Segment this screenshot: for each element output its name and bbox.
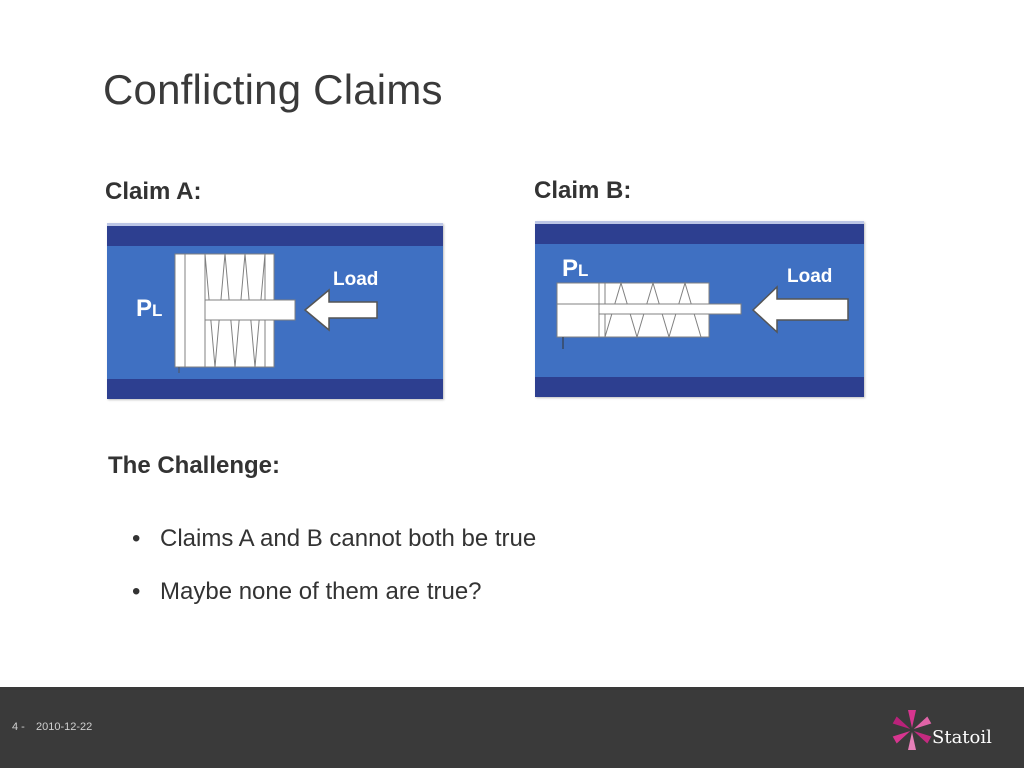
list-item: • Claims A and B cannot both be true	[132, 525, 536, 578]
pressure-subscript: L	[152, 301, 163, 320]
claim-a-heading: Claim A:	[105, 178, 202, 205]
statoil-wordmark: Statoil	[932, 727, 992, 748]
slide-date: 2010-12-22	[36, 721, 93, 733]
load-label: Load	[333, 269, 379, 290]
diagram-band-bottom	[535, 377, 864, 397]
pressure-label: PL	[136, 297, 162, 321]
list-item-text: Claims A and B cannot both be true	[160, 525, 537, 552]
pressure-label: PL	[562, 257, 588, 281]
statoil-star-icon	[892, 710, 932, 750]
claim-b-heading: Claim B:	[534, 177, 632, 204]
diagram-band-top	[107, 223, 443, 246]
list-item-text: Maybe none of them are true?	[160, 578, 482, 605]
slide-footer: 4 - 2010-12-22 Statoil	[0, 687, 1024, 768]
pressure-symbol: P	[136, 295, 153, 322]
bullet-icon: •	[132, 578, 141, 605]
challenge-bullet-list: • Claims A and B cannot both be true • M…	[132, 525, 536, 631]
claim-b-diagram: PL Load	[535, 221, 864, 397]
list-item: • Maybe none of them are true?	[132, 578, 536, 631]
pressure-symbol: P	[562, 255, 579, 282]
bullet-icon: •	[132, 525, 141, 552]
load-label: Load	[787, 266, 833, 287]
diagram-band-bottom	[107, 379, 443, 399]
claim-a-piston-drawing	[174, 253, 378, 373]
pressure-subscript: L	[578, 261, 589, 280]
challenge-heading: The Challenge:	[108, 452, 281, 479]
page-number: 4 -	[12, 721, 25, 733]
claim-a-diagram: PL Load	[107, 223, 443, 399]
statoil-logo: Statoil	[890, 707, 992, 753]
diagram-band-top	[535, 221, 864, 244]
slide-title: Conflicting Claims	[103, 66, 443, 113]
claim-b-piston-drawing	[556, 281, 849, 349]
